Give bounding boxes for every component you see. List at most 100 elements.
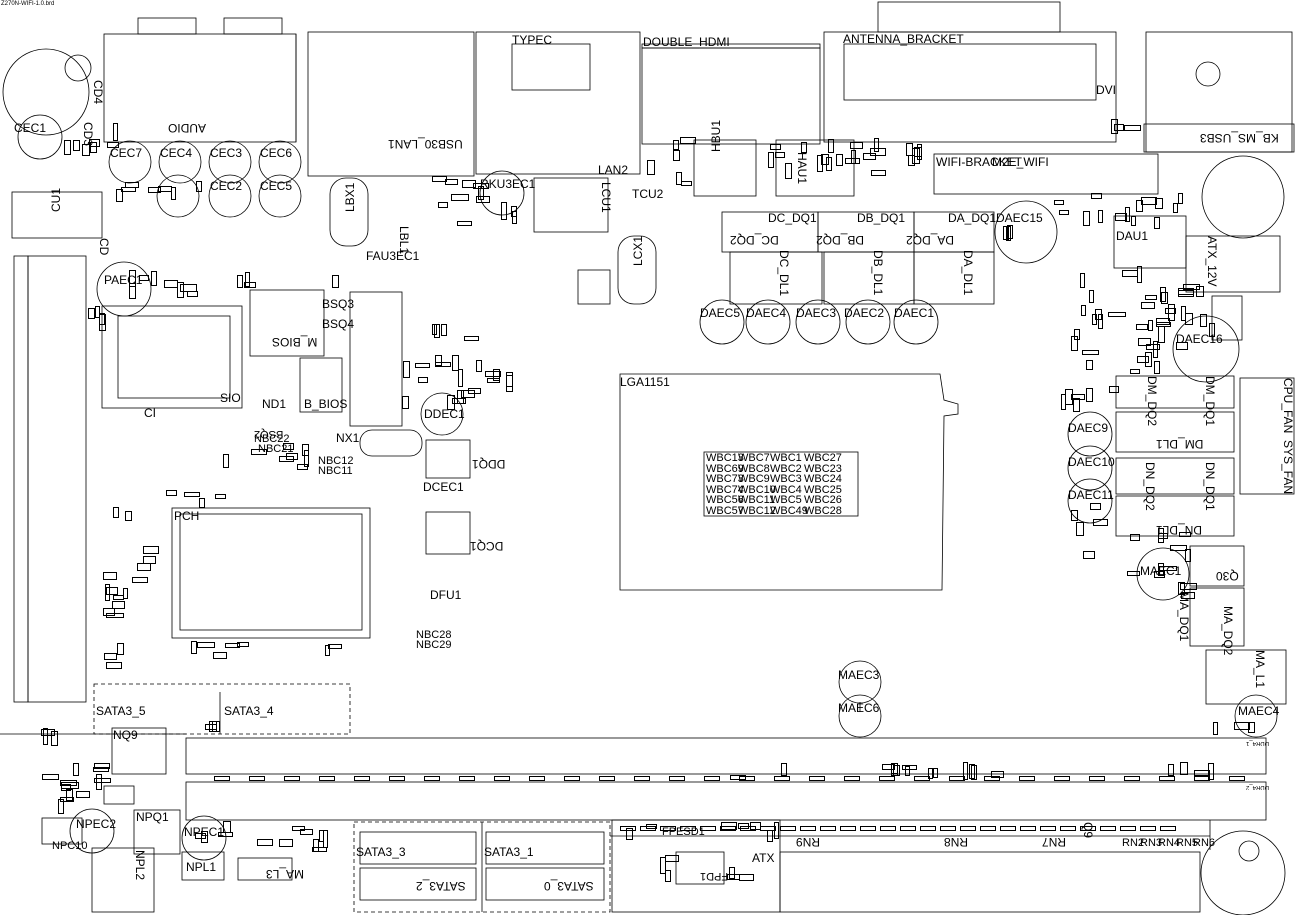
smd-pad: [205, 724, 217, 730]
smd-pad: [1156, 318, 1170, 325]
smd-pad: [1148, 320, 1153, 331]
smd-pad: [665, 870, 671, 882]
smd-pad: [1114, 124, 1124, 131]
cpu-fan-label: CPU_FAN: [1281, 378, 1295, 434]
smd-pad: [432, 176, 447, 182]
smd-pad: [928, 768, 933, 779]
smd-pad: [237, 642, 249, 647]
smd-pad: [1093, 519, 1108, 526]
rn5-label: RN5: [1176, 837, 1199, 849]
wbc-capacitor-label: WBC73: [706, 473, 744, 485]
cd-label: CD: [97, 238, 111, 256]
smd-pad: [991, 771, 1004, 778]
maec1-label: MAEC1: [1140, 564, 1182, 578]
smd-pad: [1136, 200, 1143, 212]
smd-pad: [93, 767, 109, 772]
dimm-pad: [424, 776, 440, 781]
dimm-pad: [1100, 826, 1116, 831]
bsq4-label: BSQ4: [322, 317, 355, 331]
smd-pad: [103, 608, 115, 616]
dimm-pad: [1080, 826, 1096, 831]
hbu1-label: HBU1: [709, 119, 723, 152]
smd-pad: [94, 778, 111, 783]
smd-pad: [447, 395, 455, 410]
smd-pad: [297, 464, 308, 470]
dimm-pad: [720, 826, 736, 831]
smd-pad: [1183, 284, 1200, 290]
dc-dq2-label: DC_DQ2: [730, 233, 779, 247]
cd3-label: CD3: [81, 122, 95, 147]
lcu1-label: LCU1: [599, 182, 613, 213]
db-dq2-label: DB_DQ2: [816, 233, 865, 247]
dimm-pad: [860, 826, 876, 831]
smd-pad: [244, 282, 256, 288]
nbc22-label: NBC22: [254, 433, 290, 445]
daec2-label: DAEC2: [844, 306, 885, 320]
wbc-capacitor-label: WBC2: [770, 462, 802, 475]
m2e-wifi-label: M2E_WIFI: [992, 155, 1049, 169]
fpd1-label: FPD1: [700, 870, 729, 882]
dm-dq1-label: DM_DQ1: [1203, 376, 1217, 427]
smd-pad: [302, 444, 309, 456]
smd-pad: [1111, 119, 1118, 134]
smd-pad: [435, 355, 442, 366]
dimm-pad: [1159, 776, 1175, 781]
ma-dq2-label: MA_DQ2: [1221, 606, 1235, 656]
smd-pad: [485, 371, 501, 377]
smd-pad: [1073, 398, 1080, 412]
dimm-pad: [844, 776, 860, 781]
round-components: [2, 48, 1286, 915]
smd-pad: [821, 154, 829, 165]
smd-pad: [66, 789, 73, 801]
smd-pad: [123, 588, 128, 599]
smd-pad: [1086, 360, 1093, 370]
dimm-pad: [669, 776, 685, 781]
smd-pad: [82, 144, 90, 156]
pch-label: PCH: [174, 509, 200, 523]
wbc-capacitor-label: WBC49: [770, 504, 808, 517]
nq9-label: NQ9: [113, 728, 138, 742]
smd-pad: [137, 563, 151, 571]
smd-pad: [660, 857, 666, 874]
dimm-pad: [949, 776, 965, 781]
smd-pad: [125, 182, 139, 188]
smd-pad: [1082, 350, 1099, 355]
dimm-pad: [739, 776, 755, 781]
atx-label: ATX: [752, 851, 775, 865]
inductor-outlines: [329, 177, 657, 457]
smd-pad: [1185, 313, 1193, 325]
smd-pad: [1065, 389, 1073, 405]
dimm-pad: [1000, 826, 1016, 831]
smd-pad: [1176, 342, 1188, 350]
da-dq1-label: DA_DQ1: [948, 211, 997, 225]
smd-pad: [647, 160, 655, 175]
dimm-pad: [900, 826, 916, 831]
maec4-label: MAEC4: [1238, 704, 1280, 718]
rear-io-outlines: [103, 1, 1295, 177]
dimm-pad: [1019, 776, 1035, 781]
sata3-4-label: SATA3_4: [224, 704, 274, 718]
dimm-pad: [1140, 826, 1156, 831]
rn6-label: RN6: [1193, 837, 1216, 849]
smd-pad: [1086, 388, 1093, 402]
wbc-capacitor-label: WBC9: [738, 473, 770, 485]
wbc-capacitor-label: WBC8: [738, 462, 770, 475]
smd-pad: [1115, 213, 1127, 221]
smd-pad: [99, 313, 105, 325]
smd-pad: [969, 764, 975, 779]
smd-pad: [1138, 338, 1151, 346]
wbc-capacitor-label: WBC69: [706, 462, 744, 475]
dimm-slot-outlines: [13, 255, 1267, 821]
smd-pad: [1090, 503, 1101, 510]
smd-pad: [104, 653, 117, 660]
smd-pad: [107, 142, 119, 148]
cec4-label: CEC4: [160, 146, 193, 160]
smd-pad: [251, 449, 267, 455]
ddr4-2-label: DDR4_2: [1246, 784, 1270, 790]
dimm-pad: [529, 776, 545, 781]
dimm-pad: [700, 826, 716, 831]
smd-pad: [403, 361, 410, 378]
smd-pad: [73, 140, 80, 151]
smd-pad: [871, 170, 886, 176]
